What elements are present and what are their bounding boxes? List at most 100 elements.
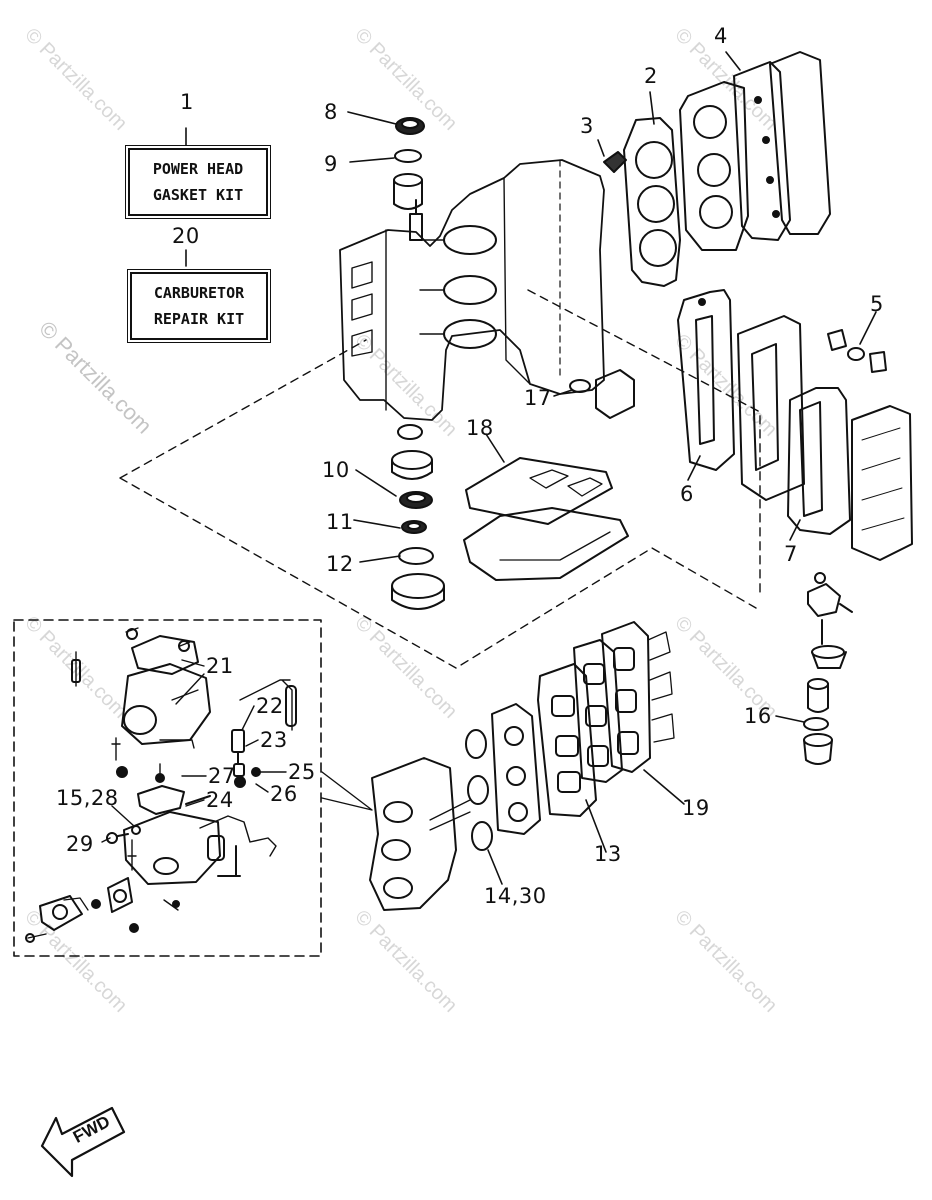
cylinder-head: [679, 81, 749, 251]
kit-label-line: GASKET KIT: [152, 186, 244, 204]
leader-line-9: [349, 157, 395, 163]
base-gasket: [465, 457, 613, 525]
callout-21[interactable]: 21: [206, 654, 234, 678]
callout-6[interactable]: 6: [680, 482, 694, 506]
o-ring-lower: [398, 547, 434, 565]
needle-valve: [231, 729, 245, 777]
forward-arrow: [40, 1106, 126, 1178]
intake-o-ring: [465, 729, 487, 759]
leader-line-19: [643, 769, 685, 805]
leader-line-7: [789, 519, 801, 541]
oil-seal-lower: [399, 491, 433, 509]
grommet: [807, 678, 829, 713]
power-head-gasket-kit-label[interactable]: POWER HEAD GASKET KIT: [128, 148, 268, 216]
leader-line-24: [185, 799, 205, 807]
leader-line-11: [353, 519, 401, 529]
callout-4[interactable]: 4: [714, 24, 728, 48]
callout-14-30[interactable]: 14,30: [484, 884, 547, 908]
callout-12[interactable]: 12: [326, 552, 354, 576]
callout-29[interactable]: 29: [66, 832, 94, 856]
crankshaft-gear: [397, 424, 423, 440]
intake-o-ring: [471, 821, 493, 851]
callout-3[interactable]: 3: [580, 114, 594, 138]
exhaust-inner-gasket: [677, 289, 735, 471]
callout-22[interactable]: 22: [256, 694, 284, 718]
leader-line-4: [725, 51, 741, 71]
callout-24[interactable]: 24: [206, 788, 234, 812]
carburetor-group-frame: [13, 619, 322, 957]
callout-15-28[interactable]: 15,28: [56, 786, 119, 810]
water-tube-joint: [807, 572, 853, 669]
bearing-sleeve: [393, 173, 423, 210]
carburetor-linkage: [159, 679, 297, 749]
carburetor-body: [121, 663, 211, 745]
leader-line-22: [241, 705, 255, 731]
float-chamber: [123, 785, 277, 885]
callout-13[interactable]: 13: [594, 842, 622, 866]
leader-line-14: [487, 849, 503, 885]
leader-line-17: [553, 389, 573, 397]
callout-16[interactable]: 16: [744, 704, 772, 728]
exhaust-cover: [851, 405, 913, 561]
leader-line-8: [347, 111, 397, 125]
intake-gasket: [537, 663, 597, 817]
callout-1[interactable]: 1: [180, 90, 194, 114]
carburetor-top-cover: [71, 627, 199, 687]
leader-line-3: [597, 139, 605, 157]
kit-label-line: REPAIR KIT: [153, 310, 245, 328]
callout-2[interactable]: 2: [644, 64, 658, 88]
leader-line-21: [175, 659, 205, 705]
bottom-bearing: [391, 450, 433, 480]
reed-valve-assembly: [601, 621, 675, 773]
callout-10[interactable]: 10: [322, 458, 350, 482]
exhaust-cover-plate: [737, 315, 805, 501]
thermostat-plug: [603, 151, 627, 173]
callout-25[interactable]: 25: [288, 760, 316, 784]
carburetor-lower-parts: [25, 825, 180, 943]
callout-17[interactable]: 17: [524, 386, 552, 410]
callout-20[interactable]: 20: [172, 224, 200, 248]
callout-8[interactable]: 8: [324, 100, 338, 124]
leader-line-12: [359, 555, 401, 563]
base-plate: [463, 507, 629, 581]
leader-line-23: [245, 739, 259, 747]
callout-7[interactable]: 7: [784, 542, 798, 566]
leader-line-26: [255, 783, 269, 793]
callout-11[interactable]: 11: [326, 510, 354, 534]
exhaust-outer-gasket: [787, 387, 851, 535]
leader-line-2: [649, 91, 655, 125]
oil-seal-small: [401, 520, 427, 534]
leader-line-29: [101, 837, 111, 843]
leader-line-10: [355, 469, 397, 497]
leader-line-13: [585, 799, 607, 853]
oil-seal-upper: [395, 117, 425, 135]
kit-label-line: POWER HEAD: [152, 160, 244, 178]
callout-19[interactable]: 19: [682, 796, 710, 820]
drain-screw: [106, 832, 129, 844]
cylinder-block: [339, 159, 605, 421]
callout-26[interactable]: 26: [270, 782, 298, 806]
o-ring-upper: [394, 149, 422, 163]
leader-line-18: [485, 433, 505, 463]
anode-cover: [569, 369, 635, 419]
carburetor-repair-kit-label[interactable]: CARBURETOR REPAIR KIT: [130, 272, 268, 340]
callout-23[interactable]: 23: [260, 728, 288, 752]
callout-5[interactable]: 5: [870, 292, 884, 316]
callout-9[interactable]: 9: [324, 152, 338, 176]
callout-27[interactable]: 27: [208, 764, 236, 788]
callout-18[interactable]: 18: [466, 416, 494, 440]
kit-label-line: CARBURETOR: [153, 284, 245, 302]
cylinder-head-gasket: [623, 117, 681, 287]
leader-line-6: [687, 455, 701, 481]
leader-line-1528: [111, 805, 135, 827]
leader-line-5: [859, 311, 877, 345]
intake-o-ring: [467, 775, 489, 805]
assembly-outline: [119, 289, 761, 669]
seal-housing: [391, 573, 445, 610]
head-cover: [769, 51, 831, 235]
silencer-gasket: [491, 703, 541, 835]
tube-seal: [803, 733, 833, 765]
leader-line-16: [775, 715, 805, 723]
